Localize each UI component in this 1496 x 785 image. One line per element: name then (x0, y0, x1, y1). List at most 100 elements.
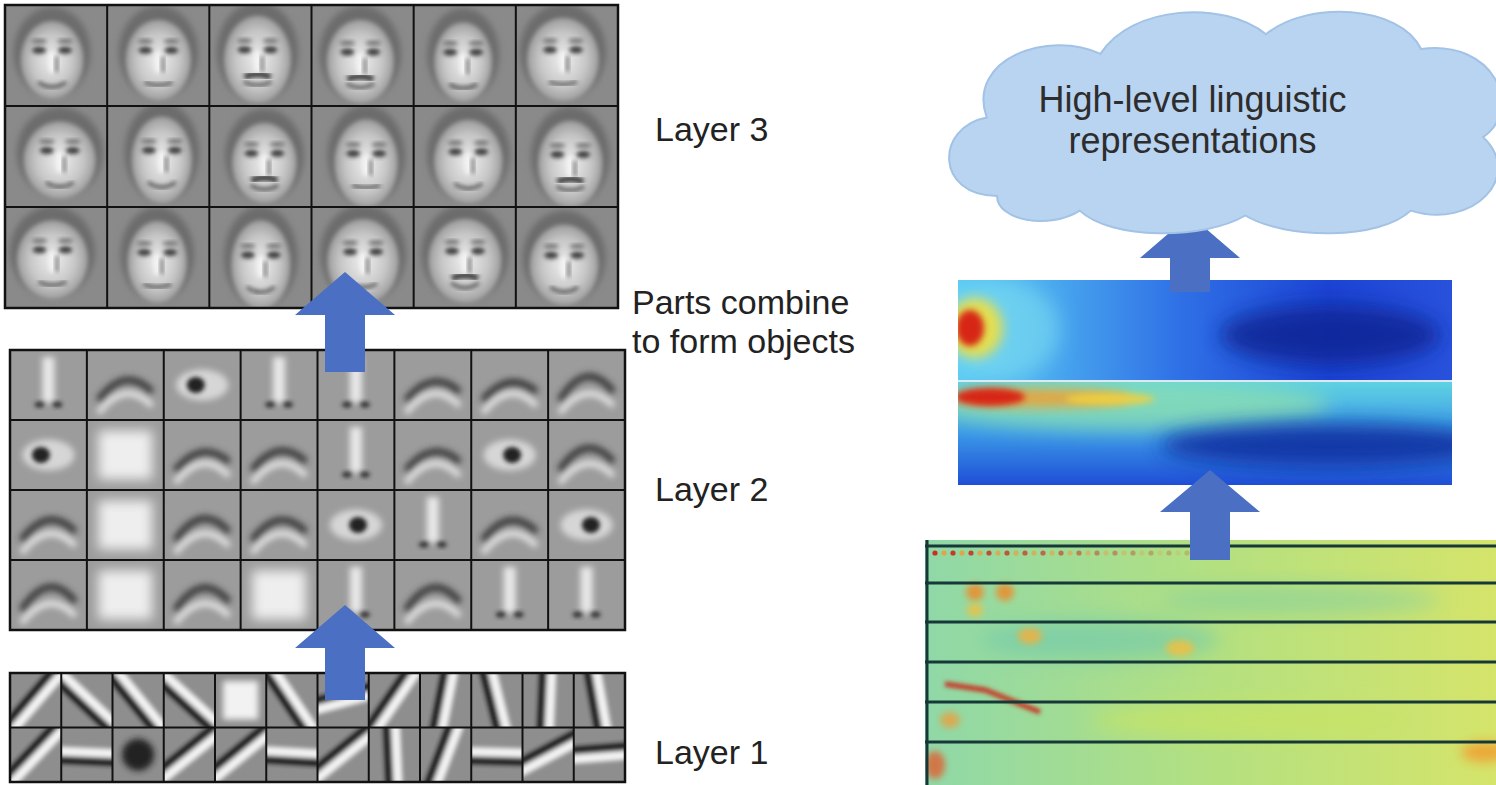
face (428, 219, 501, 304)
light-band (471, 746, 522, 758)
face-mouth (143, 284, 171, 287)
grid-line (10, 419, 625, 421)
heat-blob (1461, 742, 1496, 762)
face (17, 220, 88, 299)
spectrogram-ground (925, 540, 1496, 785)
image-patch (369, 728, 420, 783)
patch-ground (241, 420, 318, 490)
face-brow (549, 144, 565, 148)
nostril-part (437, 542, 447, 548)
patch-ground (394, 420, 471, 490)
heat-blob (1065, 393, 1155, 405)
heat-blob (958, 382, 1330, 430)
face-eye (469, 49, 483, 56)
highlight-part (175, 604, 229, 623)
highlight-part (22, 534, 76, 553)
face-mouth (247, 287, 275, 292)
image-patch (523, 728, 574, 783)
spectro-dot (1148, 550, 1153, 555)
patch-ground (164, 490, 241, 560)
highlight-part (175, 534, 229, 553)
face (232, 123, 297, 204)
face-eye (58, 47, 72, 54)
grid-line (10, 489, 625, 491)
spectro-dot (1085, 550, 1090, 555)
patch-ground (87, 350, 164, 420)
face-brow (269, 142, 285, 146)
face-brow (65, 139, 81, 143)
gabor-filter (473, 673, 518, 728)
nostril-part (514, 612, 524, 618)
highlight-part (406, 604, 460, 623)
face-eye (138, 47, 152, 54)
face (538, 121, 603, 207)
face-brow (136, 241, 152, 245)
face-eye (343, 248, 357, 255)
gabor-filter (382, 728, 404, 783)
highlight-part (406, 464, 460, 483)
face-nose (363, 156, 369, 176)
patch-ground (5, 207, 107, 308)
light-band (113, 673, 164, 728)
spectro-dot (995, 550, 1000, 555)
face-brow (368, 241, 384, 245)
grid-line (515, 5, 517, 308)
gabor-filter (266, 744, 317, 768)
grid-line (208, 5, 210, 308)
patch-ground (318, 490, 395, 560)
image-patch (209, 5, 311, 106)
grid-line (10, 727, 625, 729)
face-nose-shade (165, 156, 168, 172)
image-patch (164, 560, 241, 630)
image-patch (87, 560, 164, 630)
bright-part (252, 571, 306, 620)
face-brow (575, 144, 591, 148)
band-line (925, 621, 1496, 624)
face (334, 119, 398, 207)
face-brow (137, 39, 153, 43)
light-band (10, 673, 61, 728)
spectro-dot (1022, 550, 1027, 555)
patch-ground (471, 350, 548, 420)
image-patch (548, 490, 625, 560)
spectro-dot (932, 550, 937, 555)
face-mouth (454, 184, 482, 189)
heat-blob (967, 603, 983, 617)
image-patch (471, 490, 548, 560)
face-eye (270, 150, 284, 157)
face-eye (448, 148, 462, 155)
spectro-dot (1130, 550, 1135, 555)
grid-line (5, 105, 618, 107)
pupil-part (187, 377, 205, 393)
highlight-part (22, 604, 76, 623)
eye-part (22, 440, 74, 471)
heat-stripe (1062, 284, 1065, 376)
face-nose (57, 152, 63, 172)
face-brow (569, 244, 585, 248)
gabor-filter (369, 673, 420, 728)
face-eye (32, 47, 46, 54)
face-eye (66, 147, 80, 154)
face-brow (442, 41, 458, 45)
face-brow (243, 142, 259, 146)
nostril-part (496, 612, 506, 618)
light-band (587, 673, 617, 728)
image-patch (516, 207, 618, 308)
face-nose-shade (363, 58, 366, 74)
face-nose (49, 52, 55, 72)
highlight-part (98, 394, 152, 413)
face-eye (163, 249, 177, 256)
face-brow (543, 244, 559, 248)
image-patch (164, 673, 215, 728)
image-patch (10, 350, 87, 420)
face-mouth (38, 282, 66, 285)
face-nose-shade (567, 261, 570, 277)
face-nose (258, 257, 264, 277)
patch-ground (516, 207, 618, 308)
dark-blob (122, 739, 154, 771)
spectro-dot (977, 550, 982, 555)
face (434, 22, 492, 102)
image-patch (209, 207, 311, 308)
band-line (925, 741, 1496, 744)
face (434, 120, 503, 204)
